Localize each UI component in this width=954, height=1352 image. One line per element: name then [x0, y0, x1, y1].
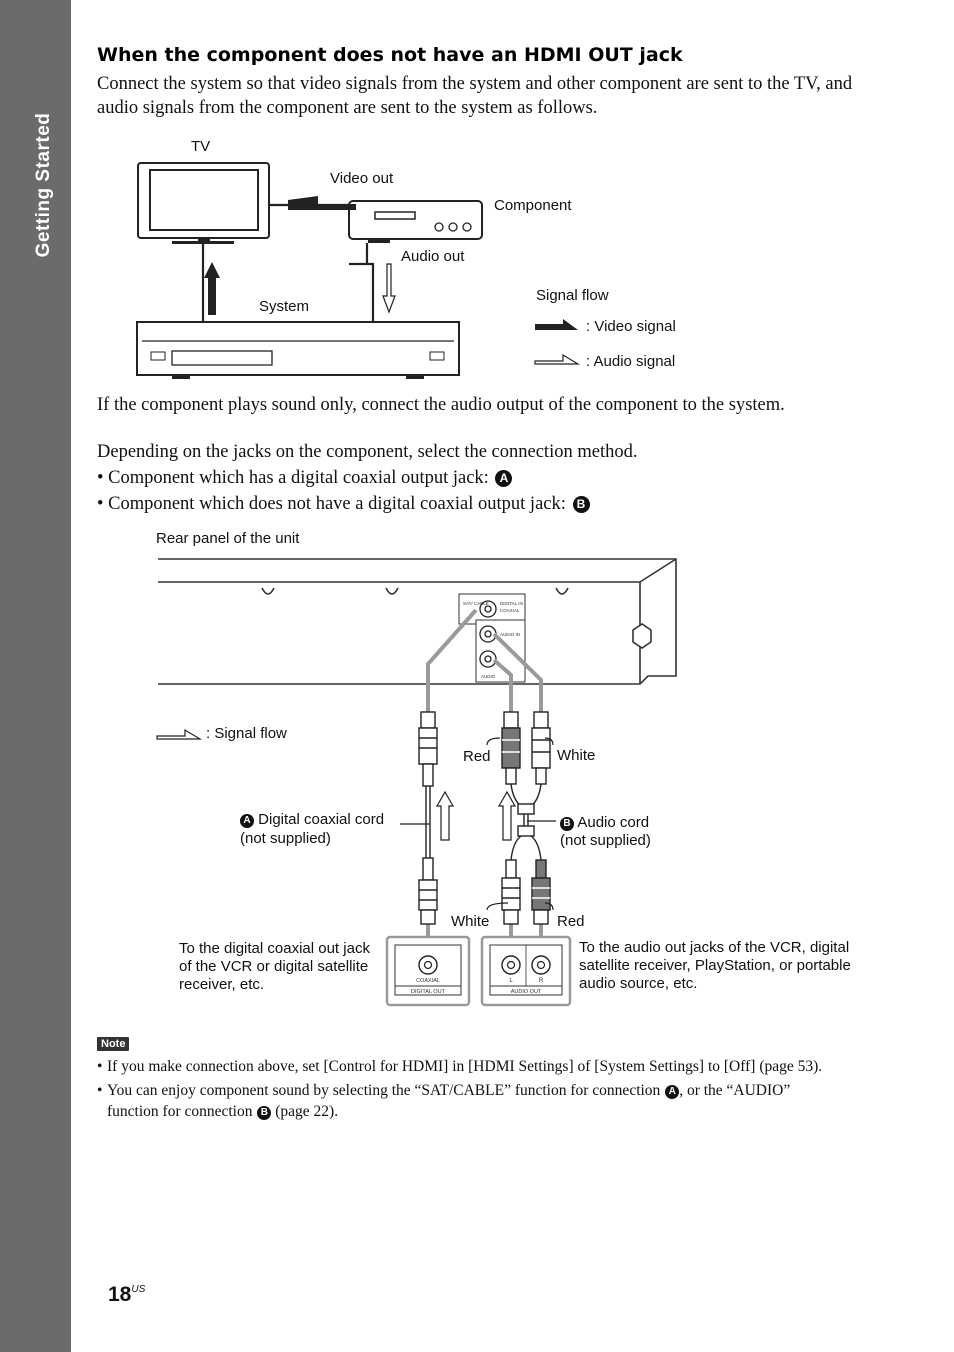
panel-jacks: [479, 600, 497, 668]
page-number-value: 18: [108, 1283, 132, 1306]
audio-out-jack-box: [480, 935, 572, 1007]
audio-cord-label: B Audio cord: [560, 814, 649, 831]
audio-cord-note: (not supplied): [560, 832, 651, 849]
bullet-text: Component which has a digital coaxial ou…: [108, 468, 489, 488]
coax-cord-line: Digital coaxial cord: [258, 811, 385, 828]
note-text: If you make connection above, set [Contr…: [107, 1058, 823, 1075]
signal-flow-label: Signal flow: [536, 287, 609, 304]
video-signal-arrow: [204, 262, 220, 315]
jack-coaxial-label: COAXIAL: [416, 978, 440, 984]
note-text: function for connection: [107, 1103, 253, 1120]
page-region-suffix: US: [131, 1284, 146, 1295]
coax-cord-note: (not supplied): [240, 830, 331, 847]
audio-out-label: Audio out: [401, 248, 465, 265]
audio-cord-signal-arrow: [497, 790, 517, 841]
panel-sat-cable: SAT/ CABLE: [463, 601, 489, 606]
note-item: •You can enjoy component sound by select…: [97, 1082, 791, 1099]
tv-label: TV: [191, 138, 211, 155]
rear-panel-diagram: SAT/ CABLE DIGITAL IN COAXIAL AUDIO IN A…: [156, 558, 677, 1007]
jack-r-label: R: [539, 978, 544, 984]
jack-digital-out-label: DIGITAL OUT: [411, 989, 446, 995]
callout-leaders: [400, 737, 556, 911]
white-plug-label: White: [557, 747, 596, 764]
audio-signal-label: : Audio signal: [586, 353, 676, 370]
legend-signal-arrow: [156, 728, 203, 740]
coax-signal-arrow: [435, 790, 455, 841]
jack-l-label: L: [509, 978, 513, 984]
marker-a-icon: A: [240, 814, 254, 828]
video-signal-label: : Video signal: [586, 318, 676, 335]
digital-coax-destination: To the digital coaxial out jack of the V…: [179, 940, 370, 993]
audio-signal-arrow: [382, 263, 396, 314]
panel-audio: AUDIO: [481, 674, 496, 679]
coax-cord-label: A Digital coaxial cord: [240, 811, 384, 828]
marker-b-icon: B: [572, 496, 590, 513]
note-item-continued: function for connection B (page 22).: [107, 1101, 338, 1122]
intro-line: audio signals from the component are sen…: [97, 98, 598, 118]
component-label: Component: [494, 197, 572, 214]
audio-out-destination: To the audio out jacks of the VCR, digit…: [579, 939, 851, 992]
connection-overview-diagram: [136, 162, 581, 379]
bullet-item: • Component which has a digital coaxial …: [97, 466, 513, 490]
video-out-label: Video out: [330, 170, 394, 187]
method-paragraph: Depending on the jacks on the component,…: [97, 442, 638, 462]
panel-coaxial: COAXIAL: [500, 608, 520, 613]
red-plug-label: Red: [463, 748, 491, 765]
note-badge: Note: [97, 1037, 130, 1051]
sound-only-paragraph: If the component plays sound only, conne…: [97, 395, 785, 415]
rear-panel-label: Rear panel of the unit: [156, 530, 300, 547]
system-illustration: [136, 321, 460, 379]
digital-out-jack-box: [385, 935, 471, 1007]
bullet-item: • Component which does not have a digita…: [97, 492, 590, 516]
tv-illustration: [137, 162, 270, 244]
note-item: •If you make connection above, set [Cont…: [97, 1058, 823, 1075]
coaxial-cord: [418, 711, 438, 925]
marker-a-icon: A: [665, 1085, 680, 1099]
bullet-text: Component which does not have a digital …: [108, 494, 566, 514]
page-number: 18US: [108, 1283, 145, 1307]
intro-line: Connect the system so that video signals…: [97, 74, 853, 94]
jack-audio-out-label: AUDIO OUT: [511, 989, 542, 995]
note-text: , or the “AUDIO”: [679, 1082, 791, 1099]
white-plug-bottom-label: White: [451, 913, 490, 930]
system-label: System: [259, 298, 310, 315]
marker-b-icon: B: [257, 1106, 272, 1120]
panel-audio-in: AUDIO IN: [500, 632, 520, 637]
rear-panel-illustration: [158, 558, 677, 685]
intro-paragraph: Connect the system so that video signals…: [97, 72, 852, 120]
video-signal-arrow: [288, 196, 356, 210]
marker-b-icon: B: [560, 817, 574, 831]
section-sidebar: Getting Started: [0, 0, 71, 1352]
signal-flow-legend-label: : Signal flow: [206, 725, 287, 742]
audio-cord-line: Audio cord: [577, 814, 650, 831]
legend-video-arrow: [535, 319, 578, 330]
marker-a-icon: A: [495, 470, 513, 487]
note-text: You can enjoy component sound by selecti…: [107, 1082, 661, 1099]
section-heading: When the component does not have an HDMI…: [97, 44, 683, 66]
panel-digital-in: DIGITAL IN: [500, 601, 523, 606]
component-illustration: [348, 200, 483, 243]
legend-audio-arrow: [534, 353, 581, 365]
red-plug-bottom-label: Red: [557, 913, 585, 930]
note-text: (page 22).: [271, 1103, 339, 1120]
